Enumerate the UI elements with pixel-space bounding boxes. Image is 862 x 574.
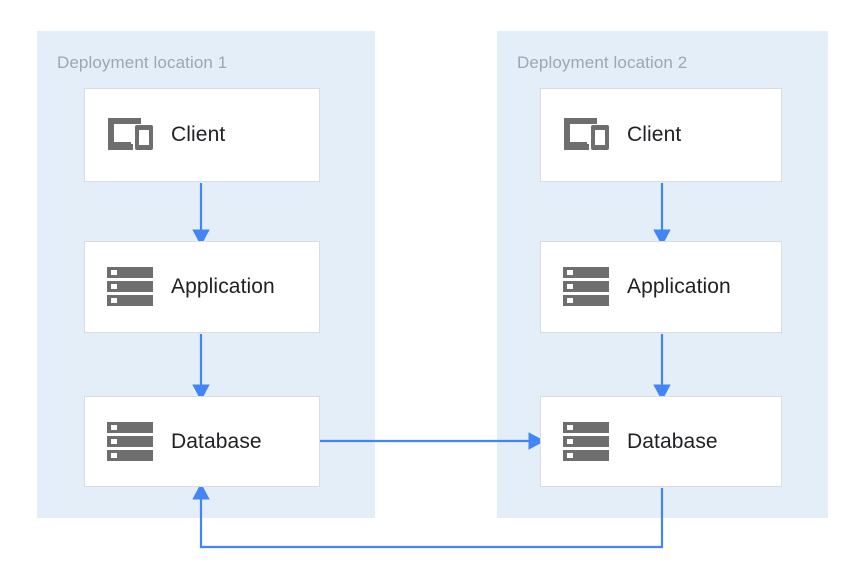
node-database-2-label: Database [627,429,718,453]
server-icon [559,264,613,310]
node-client-1[interactable]: Client [84,88,320,182]
node-application-2[interactable]: Application [540,241,782,333]
node-database-1-label: Database [171,429,262,453]
node-client-2[interactable]: Client [540,88,782,182]
server-icon [103,264,157,310]
node-database-2[interactable]: Database [540,396,782,487]
devices-icon [103,112,157,158]
node-application-1[interactable]: Application [84,241,320,333]
node-client-2-label: Client [627,123,682,146]
server-icon [103,419,157,465]
deployment-zone-1-label: Deployment location 1 [57,53,228,72]
node-application-2-label: Application [627,275,731,298]
deployment-zone-2-label: Deployment location 2 [517,53,688,72]
devices-icon [559,112,613,158]
node-client-1-label: Client [171,123,226,146]
server-icon [559,419,613,465]
node-database-1[interactable]: Database [84,396,320,487]
node-application-1-label: Application [171,275,275,298]
